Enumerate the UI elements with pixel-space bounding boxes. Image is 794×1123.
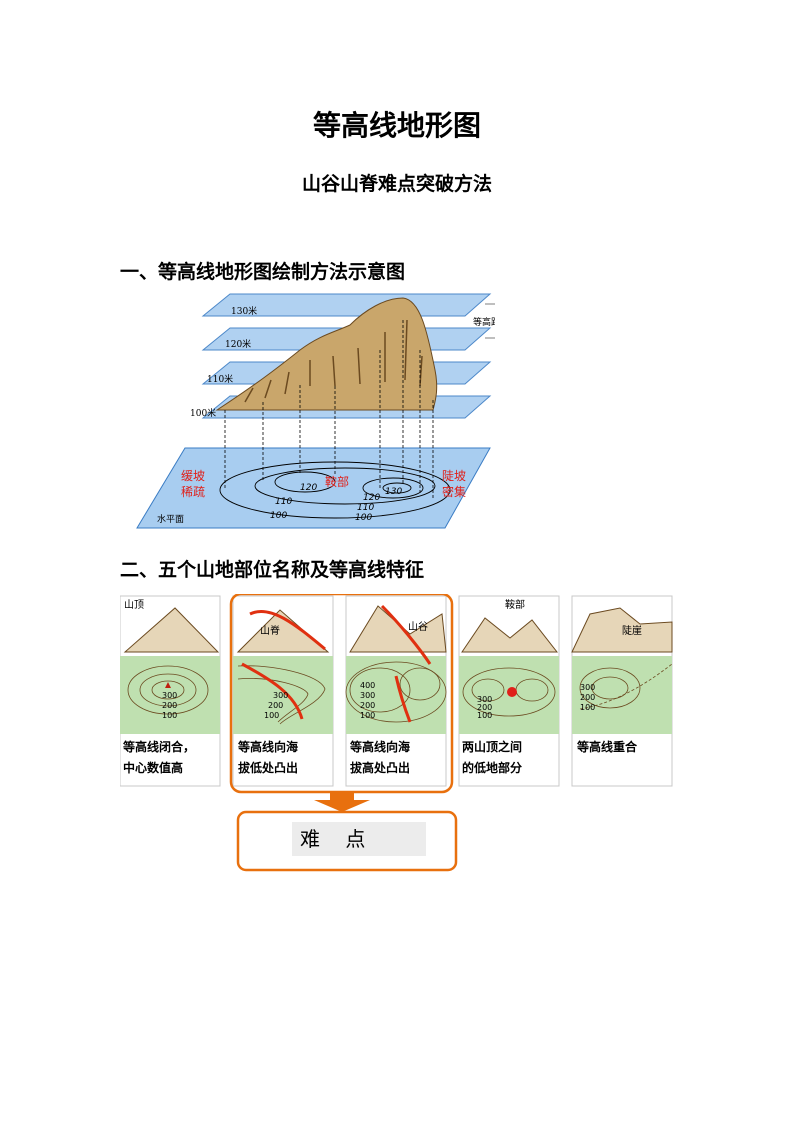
panel-cliff-value-3: 100 — [580, 703, 595, 712]
panel-saddle-value-1: 300 — [477, 695, 492, 704]
panel-saddle-caption-1: 两山顶之间 — [462, 739, 522, 754]
panel-valley: 山谷 400 300 200 100 等高线向海 拔高处凸出 — [345, 595, 447, 787]
panel-peak-caption-2: 中心数值高 — [123, 760, 183, 775]
panel-saddle-caption-2: 的低地部分 — [462, 760, 522, 775]
landform-panels: 山顶 300 200 100 等高线闭合， 中心数值高 山脊 300 200 1… — [120, 594, 673, 872]
panel-saddle-name: 鞍部 — [505, 598, 525, 611]
panel-peak-value-3: 100 — [162, 711, 177, 720]
panel-valley-value-4: 100 — [360, 711, 375, 720]
contour-lines — [219, 461, 451, 519]
contour-value-2: 110 — [275, 497, 292, 507]
mountain-shape — [215, 297, 438, 411]
panel-cliff-value-2: 200 — [580, 693, 595, 702]
steep-slope-label-1: 陡坡 — [442, 469, 466, 483]
steep-slope-label-2: 密集 — [442, 484, 466, 499]
contour-method-diagram: 130米 120米 110米 100米 等高距 缓坡 稀疏 鞍部 陡坡 密集 1… — [136, 293, 495, 529]
panel-ridge: 山脊 300 200 100 等高线向海 拔低处凸出 — [232, 595, 334, 787]
plane-label-100: 100米 — [190, 407, 216, 419]
panel-saddle: 鞍部 300 200 100 两山顶之间 的低地部分 — [458, 595, 560, 787]
horizontal-plane-label: 水平面 — [157, 513, 184, 525]
panel-peak-value-2: 200 — [162, 701, 177, 710]
contour-value-7: 100 — [355, 513, 372, 523]
panel-valley-caption-2: 拔高处凸出 — [350, 760, 410, 775]
mountain-ridges — [244, 319, 423, 403]
panel-valley-value-2: 300 — [360, 691, 375, 700]
panel-cliff-caption-1: 等高线重合 — [576, 739, 638, 754]
panel-cliff-value-1: 300 — [580, 683, 595, 692]
down-arrow-icon — [314, 792, 370, 812]
plane-label-110: 110米 — [207, 373, 233, 385]
gentle-slope-label-2: 稀疏 — [181, 484, 205, 499]
contour-value-1: 120 — [300, 483, 317, 493]
page-subtitle: 山谷山脊难点突破方法 — [301, 173, 492, 195]
contour-value-4: 120 — [363, 493, 380, 503]
gentle-slope-label-1: 缓坡 — [181, 469, 205, 483]
panel-ridge-value-1: 300 — [273, 691, 288, 700]
panel-ridge-caption-1: 等高线向海 — [237, 739, 298, 754]
contour-value-5: 130 — [385, 487, 402, 497]
plane-label-130: 130米 — [231, 305, 257, 317]
panel-peak-value-1: 300 — [162, 691, 177, 700]
panel-cliff: 陡崖 300 200 100 等高线重合 — [571, 595, 673, 787]
panel-saddle-value-2: 200 — [477, 703, 492, 712]
page-title: 等高线地形图 — [312, 109, 481, 142]
saddle-label: 鞍部 — [325, 474, 349, 489]
panel-valley-value-1: 400 — [360, 681, 375, 690]
panel-cliff-name: 陡崖 — [622, 625, 642, 637]
section2-heading: 二、五个山地部位名称及等高线特征 — [120, 559, 425, 581]
saddle-point — [507, 687, 517, 697]
contour-value-6: 110 — [357, 503, 374, 513]
panel-peak-name: 山顶 — [124, 599, 144, 611]
panel-ridge-name: 山脊 — [260, 624, 280, 637]
contour-value-3: 100 — [270, 511, 287, 521]
panel-peak-caption-1: 等高线闭合， — [122, 739, 195, 754]
contour-interval-label: 等高距 — [473, 316, 495, 328]
panel-saddle-value-3: 100 — [477, 711, 492, 720]
panel-valley-value-3: 200 — [360, 701, 375, 710]
panel-valley-caption-1: 等高线向海 — [349, 739, 410, 754]
section1-heading: 一、等高线地形图绘制方法示意图 — [120, 261, 406, 283]
plane-label-120: 120米 — [225, 338, 251, 350]
panel-ridge-value-2: 200 — [268, 701, 283, 710]
panel-valley-name: 山谷 — [408, 621, 428, 633]
panel-ridge-value-3: 100 — [264, 711, 279, 720]
panel-ridge-caption-2: 拔低处凸出 — [238, 760, 298, 775]
panel-peak: 山顶 300 200 100 等高线闭合， 中心数值高 — [120, 595, 221, 787]
difficulty-label: 难 点 — [300, 827, 365, 851]
